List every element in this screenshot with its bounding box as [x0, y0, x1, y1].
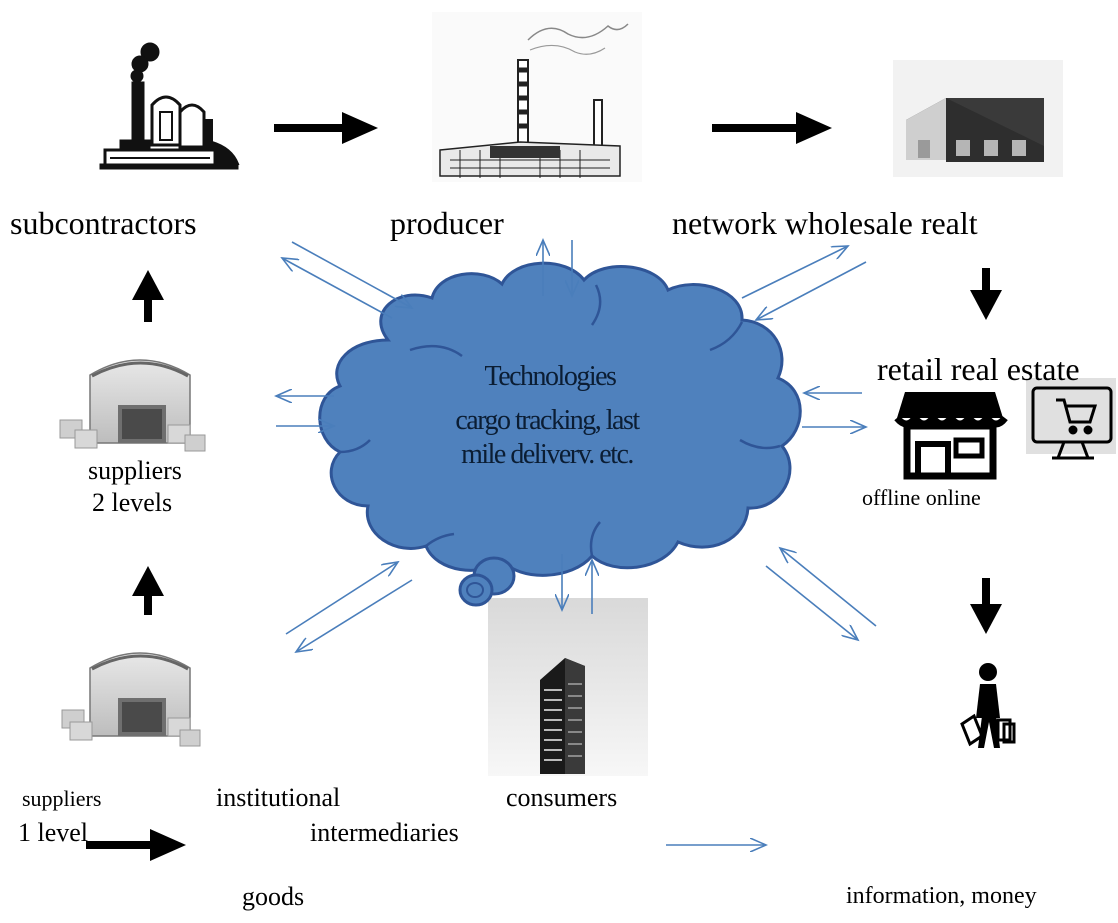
goods-arrow-producer-network	[712, 112, 832, 144]
producer-plant-icon	[432, 12, 642, 182]
label-suppliers-1-level: 1 level	[18, 818, 89, 847]
label-intermediaries: intermediaries	[310, 818, 459, 847]
cloud-line-2: mile deliverv. etc.	[461, 439, 634, 470]
office-tower-icon	[488, 598, 648, 776]
info-arrows	[276, 240, 877, 845]
label-retail-real-estate: retail real estate	[877, 351, 1080, 387]
factory-icon	[99, 42, 240, 170]
label-subcontractors: subcontractors	[10, 205, 197, 241]
legend-goods-label: goods	[242, 882, 305, 911]
cloud-title: Technologies	[484, 361, 617, 392]
label-suppliers-2-levels: 2 levels	[92, 488, 173, 517]
goods-arrows	[86, 112, 1002, 861]
technologies-cloud	[318, 261, 802, 607]
supplier-warehouse-icon	[61, 652, 201, 747]
goods-arrow-network-retail	[970, 268, 1002, 320]
goods-arrow-suppliers1-suppliers2	[132, 566, 164, 615]
label-network-wholesale: network wholesale realt	[672, 205, 978, 241]
label-producer: producer	[390, 205, 504, 241]
goods-arrow-suppliers2-subcontractors	[132, 270, 164, 322]
warehouse-building-icon	[893, 60, 1063, 177]
shop-icon	[894, 392, 1008, 480]
label-institutional: institutional	[216, 783, 341, 812]
label-suppliers-2: suppliers	[88, 456, 182, 485]
supplier-warehouse-icon	[59, 359, 206, 452]
label-offline-online: offline online	[862, 485, 981, 510]
cloud-line-1: cargo tracking, last	[455, 405, 640, 436]
label-suppliers-1: suppliers	[22, 786, 102, 811]
online-cart-monitor-icon	[1026, 378, 1116, 460]
goods-legend-arrow	[86, 829, 186, 861]
label-consumers: consumers	[506, 783, 618, 812]
legend-info-label: information, money	[846, 883, 1037, 909]
goods-arrow-retail-shopper	[970, 578, 1002, 634]
goods-arrow-subcontractors-producer	[274, 112, 378, 144]
shopper-icon	[960, 663, 1016, 748]
